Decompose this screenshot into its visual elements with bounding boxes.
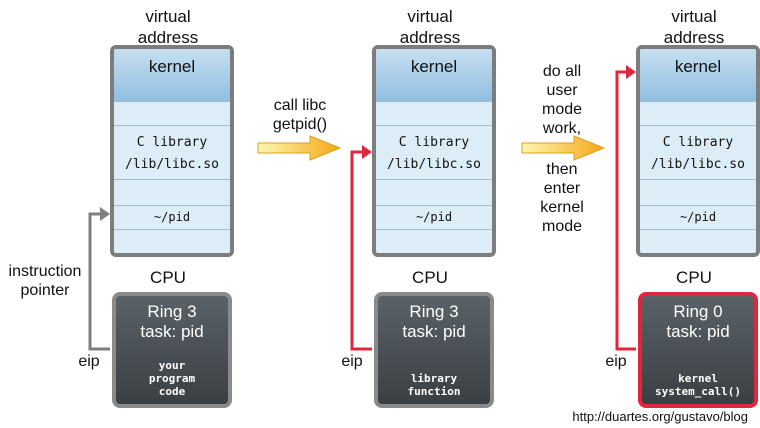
enter-kernel-arrow <box>521 135 606 161</box>
ring-level: Ring 3 <box>147 302 197 321</box>
instruction-pointer-arrow <box>88 212 110 351</box>
cpu-code: library function <box>378 372 490 398</box>
virtual-address-space: kernel C library/lib/libc.so ~/pid <box>636 45 760 257</box>
ring-level: Ring 0 <box>673 302 723 321</box>
cpu-box-active: Ring 0 task: pid kernel system_call() <box>638 292 758 408</box>
libc-path: /lib/libc.so <box>651 157 745 172</box>
libc-name: C library <box>136 135 208 150</box>
empty-segment <box>376 179 492 206</box>
instruction-pointer-arrowhead <box>100 207 110 221</box>
code-line: program <box>148 372 196 385</box>
pid-label: ~/pid <box>415 210 453 224</box>
code-line: system_call() <box>654 385 742 398</box>
pid-segment: ~/pid <box>114 205 230 230</box>
pid-segment: ~/pid <box>376 205 492 230</box>
libc-segment: C library/lib/libc.so <box>640 125 756 180</box>
code-line: function <box>407 385 461 398</box>
cpu-label: CPU <box>150 268 186 287</box>
do-all-user-mode-label: do all user mode work, <box>541 63 583 137</box>
libc-path: /lib/libc.so <box>125 157 219 172</box>
code-line: kernel <box>678 372 718 385</box>
call-libc-label: call libc getpid() <box>272 97 328 133</box>
pid-label: ~/pid <box>153 210 191 224</box>
cpu-box: Ring 3 task: pid your program code <box>112 292 232 408</box>
eip-arrow-kernel <box>615 70 636 351</box>
libc-name: C library <box>662 135 734 150</box>
code-line: your <box>158 359 186 372</box>
cpu-box: Ring 3 task: pid library function <box>374 292 494 408</box>
kernel-segment: kernel <box>376 49 492 101</box>
kernel-segment: kernel <box>640 49 756 101</box>
empty-segment <box>376 101 492 126</box>
eip-arrowhead-library <box>362 145 372 159</box>
eip-arrowhead-kernel <box>626 65 636 79</box>
libc-segment: C library/lib/libc.so <box>376 125 492 180</box>
cpu-label: CPU <box>412 268 448 287</box>
code-line: library <box>410 372 458 385</box>
cpu-code: your program code <box>116 359 228 398</box>
empty-segment <box>114 179 230 206</box>
empty-segment <box>114 101 230 126</box>
virtual-address-space: kernel C library/lib/libc.so ~/pid <box>372 45 496 257</box>
panel-library-function: virtual address space kernel C library/l… <box>350 0 510 428</box>
task-label: task: pid <box>666 322 730 341</box>
panel-user-program: virtual address space kernel C library/l… <box>88 0 248 428</box>
empty-segment <box>114 229 230 253</box>
eip-arrow-library <box>350 150 372 351</box>
empty-segment <box>640 101 756 126</box>
pid-label: ~/pid <box>679 210 717 224</box>
cpu-code: kernel system_call() <box>642 372 754 398</box>
virtual-address-space: kernel C library/lib/libc.so ~/pid <box>110 45 234 257</box>
task-label: task: pid <box>140 322 204 341</box>
empty-segment <box>640 229 756 253</box>
libc-segment: C library/lib/libc.so <box>114 125 230 180</box>
empty-segment <box>376 229 492 253</box>
then-enter-kernel-label: then enter kernel mode <box>540 161 584 235</box>
ring-level: Ring 3 <box>409 302 459 321</box>
libc-path: /lib/libc.so <box>387 157 481 172</box>
eip-label: eip <box>341 353 363 370</box>
empty-segment <box>640 179 756 206</box>
eip-label: eip <box>605 353 627 370</box>
call-arrow <box>257 135 342 161</box>
pid-segment: ~/pid <box>640 205 756 230</box>
kernel-label: kernel <box>410 57 458 76</box>
kernel-label: kernel <box>674 57 722 76</box>
libc-name: C library <box>398 135 470 150</box>
panel-kernel-mode: virtual address space kernel C library/l… <box>614 0 760 428</box>
code-line: code <box>158 385 186 398</box>
cpu-label: CPU <box>676 268 712 287</box>
task-label: task: pid <box>402 322 466 341</box>
kernel-segment: kernel <box>114 49 230 101</box>
instruction-pointer-label: instruction pointer <box>8 263 82 299</box>
eip-label: eip <box>78 353 100 370</box>
source-url[interactable]: http://duartes.org/gustavo/blog <box>572 409 748 424</box>
kernel-label: kernel <box>148 57 196 76</box>
